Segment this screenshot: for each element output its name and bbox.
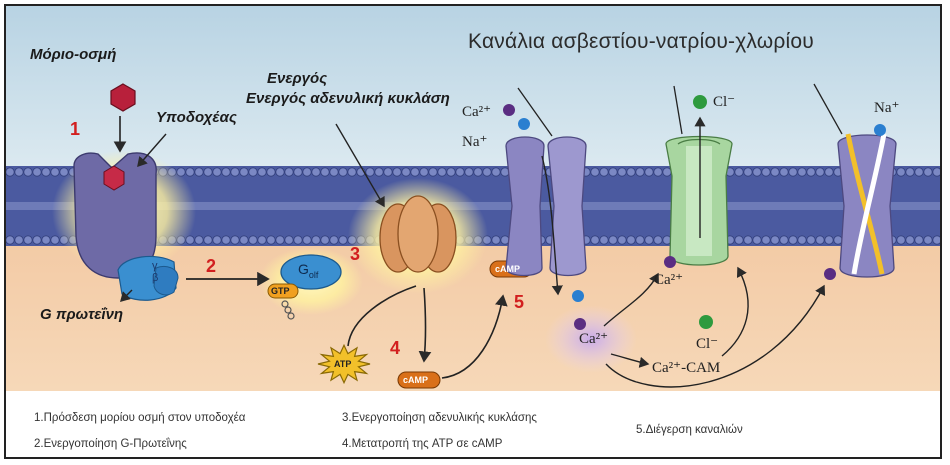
chloride-channel xyxy=(666,137,732,266)
camp-bound-label: cAMP xyxy=(495,264,520,274)
legend-note-5: 5.Διέγερση καναλιών xyxy=(636,424,743,436)
active-label-line1: Ενεργός xyxy=(267,70,327,87)
ca-ion-label-left: Ca²⁺ xyxy=(462,102,491,121)
legend-note-3: 3.Ενεργοποίηση αδενυλικής κυκλάσης xyxy=(342,412,537,424)
na-ion-label-left: Na⁺ xyxy=(462,132,487,151)
g-protein-label: G πρωτεΐνη xyxy=(40,306,123,323)
step-3-number: 3 xyxy=(350,244,360,265)
cl-ion-label-bottom: Cl⁻ xyxy=(696,334,718,353)
g-protein-trimer xyxy=(118,256,178,300)
legend-note-4: 4.Μετατροπή της ATP σε cAMP xyxy=(342,438,502,450)
atp-label: ATP xyxy=(334,359,351,369)
diagram-title: Κανάλια ασβεστίου-νατρίου-χλωρίου xyxy=(468,30,814,54)
sodium-ion-icon xyxy=(518,118,530,130)
sodium-ion-inside-icon xyxy=(572,290,584,302)
odorant-label: Μόριο-οσμή xyxy=(30,46,116,63)
calcium-ion-icon xyxy=(503,104,515,116)
active-cyclase-label: Ενεργός αδενυλική κυκλάση xyxy=(246,90,450,107)
step-4-number: 4 xyxy=(390,338,400,359)
receptor-label: Υποδοχέας xyxy=(156,109,237,126)
diagram-frame: Κανάλια ασβεστίου-νατρίου-χλωρίου Μόριο-… xyxy=(4,4,942,459)
calcium-ion-right-icon xyxy=(824,268,836,280)
chloride-ion-in-icon xyxy=(699,315,713,329)
step-5-number: 5 xyxy=(514,292,524,313)
diagram-canvas xyxy=(6,6,940,457)
ca-ion-label-mid: Ca²⁺ xyxy=(654,270,683,289)
na-ion-label-right: Na⁺ xyxy=(874,98,899,117)
step-2-number: 2 xyxy=(206,256,216,277)
legend-note-2: 2.Ενεργοποίηση G-Πρωτεΐνης xyxy=(34,438,187,450)
gamma-subunit-label: γ xyxy=(152,260,158,272)
camp-product-label: cAMP xyxy=(403,375,428,385)
ca-ion-label-glow: Ca²⁺ xyxy=(579,329,608,348)
legend-note-1: 1.Πρόσδεση μορίου οσμή στον υποδοχέα xyxy=(34,412,245,424)
cl-ion-label-top: Cl⁻ xyxy=(713,92,735,111)
g-olf-label: Golf xyxy=(298,261,318,280)
step-1-number: 1 xyxy=(70,119,80,140)
gtp-label: GTP xyxy=(271,286,290,296)
beta-subunit-label: β xyxy=(152,272,158,284)
ca-cam-label: Ca²⁺-CAM xyxy=(652,358,720,377)
calcium-ion-channel-icon xyxy=(664,256,676,268)
chloride-ion-out-icon xyxy=(693,95,707,109)
sodium-ion-out-icon xyxy=(874,124,886,136)
adenylyl-cyclase xyxy=(380,196,456,272)
